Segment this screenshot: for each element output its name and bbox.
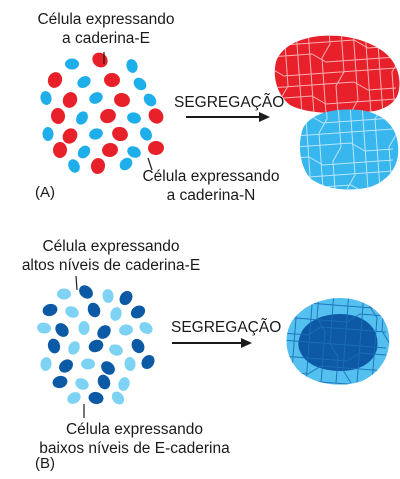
high-e-cadherin-cell xyxy=(88,339,104,353)
panel-a-arrow-label: SEGREGAÇÃO xyxy=(174,94,285,111)
cadherin-e-cell xyxy=(102,142,118,158)
cadherin-e-cell xyxy=(50,108,66,124)
panel-a-arrow xyxy=(186,112,270,122)
low-e-cadherin-cell xyxy=(57,288,71,300)
cadherin-e-cell xyxy=(62,92,78,108)
low-e-cadherin-cell xyxy=(37,322,51,334)
cadherin-e-cell xyxy=(92,52,108,68)
cadherin-e-cell xyxy=(100,108,116,124)
low-e-cadherin-cell xyxy=(110,307,122,321)
high-e-cadherin-cell xyxy=(130,305,146,319)
low-e-cadherin-cell xyxy=(67,392,81,404)
cell-membrane-mesh xyxy=(274,35,400,113)
high-e-cadherin-cell xyxy=(119,290,133,306)
cadherin-n-cell xyxy=(126,59,138,73)
panel-b-top-label: Célula expressando altos níveis de cader… xyxy=(6,237,216,275)
high-e-cadherin-cell xyxy=(52,375,68,389)
cadherin-n-cell xyxy=(76,111,88,125)
cadherin-n-cell xyxy=(127,146,141,158)
low-e-cadherin-cell xyxy=(40,357,52,371)
low-e-cadherin-cell xyxy=(102,289,114,303)
high-e-cadherin-cell xyxy=(47,338,61,354)
low-e-cadherin-cell xyxy=(81,358,95,370)
panel-b-arrow xyxy=(172,338,252,348)
panel-a-mixed-cells xyxy=(40,52,164,174)
panel-a-red-cluster xyxy=(274,35,400,113)
cadherin-n-cell xyxy=(89,92,103,104)
cadherin-e-cell xyxy=(148,140,164,156)
high-e-cadherin-cell xyxy=(59,359,73,373)
high-e-cadherin-cell xyxy=(88,391,104,405)
cadherin-n-cell xyxy=(40,91,52,105)
panel-b-top-label-line2: altos níveis de caderina-E xyxy=(21,257,201,274)
cadherin-n-cell xyxy=(133,77,147,91)
panel-b-segregated-cluster xyxy=(286,298,390,385)
panel-a-top-label-line1: Célula expressando xyxy=(37,11,175,28)
high-e-cadherin-cell xyxy=(131,338,145,354)
high-e-cadherin-cell xyxy=(97,374,111,390)
panel-a-top-label-line2: a caderina-E xyxy=(62,30,150,47)
cadherin-e-cell xyxy=(114,92,130,108)
cadherin-e-cell xyxy=(47,72,63,88)
panel-a-label: (A) xyxy=(35,184,55,201)
cadherin-n-cell xyxy=(65,58,79,70)
high-e-cadherin-cell xyxy=(97,325,111,339)
cell-membrane-mesh xyxy=(286,298,390,385)
panel-a-blue-cluster xyxy=(299,109,399,190)
panel-a-bottom-leader xyxy=(147,157,153,171)
panel-b-top-label-line1: Célula expressando xyxy=(42,238,180,255)
cell-membrane-mesh xyxy=(299,109,398,190)
high-e-cadherin-cell xyxy=(55,323,69,337)
high-e-cadherin-cell xyxy=(87,302,101,318)
cadherin-n-cell xyxy=(127,112,141,124)
cadherin-n-cell xyxy=(77,76,91,88)
cadherin-n-cell xyxy=(77,145,91,159)
cadherin-n-cell xyxy=(68,159,80,173)
panel-a-bottom-label-line1: Célula expressando xyxy=(142,168,280,185)
cadherin-n-cell xyxy=(140,127,152,141)
cadherin-e-cell xyxy=(62,128,78,144)
low-e-cadherin-cell xyxy=(119,324,133,336)
cadherin-n-cell xyxy=(89,128,103,140)
low-e-cadherin-cell xyxy=(75,378,89,390)
low-e-cadherin-cell xyxy=(124,357,136,371)
low-e-cadherin-cell xyxy=(109,344,123,356)
panel-b-top-leader xyxy=(75,275,78,291)
panel-b-mixed-cells xyxy=(37,285,155,405)
panel-b-arrow-label: SEGREGAÇÃO xyxy=(171,319,282,336)
high-e-cadherin-cell xyxy=(42,303,58,317)
low-e-cadherin-cell xyxy=(65,306,79,318)
cadherin-e-cell xyxy=(104,72,120,88)
cadherin-n-cell xyxy=(143,93,157,107)
panel-a-bottom-label: Célula expressando a caderina-N xyxy=(126,167,296,205)
panel-b-bottom-label-line1: Célula expressando xyxy=(65,421,203,438)
panel-b-bottom-label-line2: baixos níveis de E-caderina xyxy=(39,440,230,457)
cadherin-e-cell xyxy=(112,126,128,142)
panel-b-label: (B) xyxy=(35,455,55,472)
cadherin-e-cell xyxy=(148,108,164,124)
low-e-cadherin-cell xyxy=(68,341,80,355)
high-e-cadherin-cell xyxy=(79,285,93,299)
low-e-cadherin-cell xyxy=(118,377,130,391)
cadherin-e-cell xyxy=(90,158,106,174)
panel-a-bottom-label-line2: a caderina-N xyxy=(166,187,256,204)
high-e-cadherin-cell xyxy=(141,354,155,370)
cadherin-n-cell xyxy=(119,157,133,171)
low-e-cadherin-cell xyxy=(111,391,125,405)
high-e-cadherin-cell xyxy=(101,361,115,375)
cadherin-n-cell xyxy=(42,127,54,141)
panel-a-top-label: Célula expressando a caderina-E xyxy=(36,10,176,48)
cadherin-e-cell xyxy=(52,142,68,158)
low-e-cadherin-cell xyxy=(139,321,153,335)
low-e-cadherin-cell xyxy=(78,321,90,335)
panel-b-bottom-label: Célula expressando baixos níveis de E-ca… xyxy=(27,420,242,458)
